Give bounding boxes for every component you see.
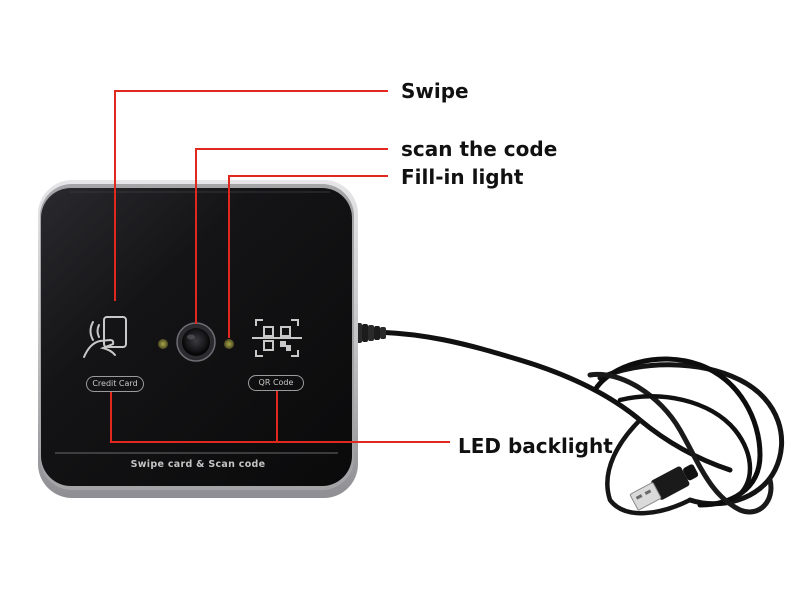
leader-lines: [110, 90, 450, 443]
callout-swipe: Swipe: [401, 79, 469, 103]
qr-code-label: QR Code: [248, 375, 304, 391]
leader-fill-light: [228, 175, 388, 338]
credit-card-label: Credit Card: [86, 376, 144, 392]
camera-lens-icon: [176, 322, 216, 362]
leader-scan: [195, 148, 388, 324]
card-tap-icon: [83, 316, 127, 358]
indicator-led-left: [158, 339, 168, 349]
usb-plug-icon: [629, 464, 699, 511]
qr-code-icon: [252, 319, 302, 357]
fill-in-light-icon: [224, 339, 234, 349]
device-footer-label: Swipe card & Scan code: [130, 459, 266, 470]
callout-scan-the-code: scan the code: [401, 137, 558, 161]
usb-cable: [348, 322, 785, 516]
callout-led-backlight: LED backlight: [458, 434, 613, 458]
leader-swipe: [114, 90, 388, 301]
callout-fill-in-light: Fill-in light: [401, 165, 524, 189]
leader-led-left: [110, 392, 450, 443]
